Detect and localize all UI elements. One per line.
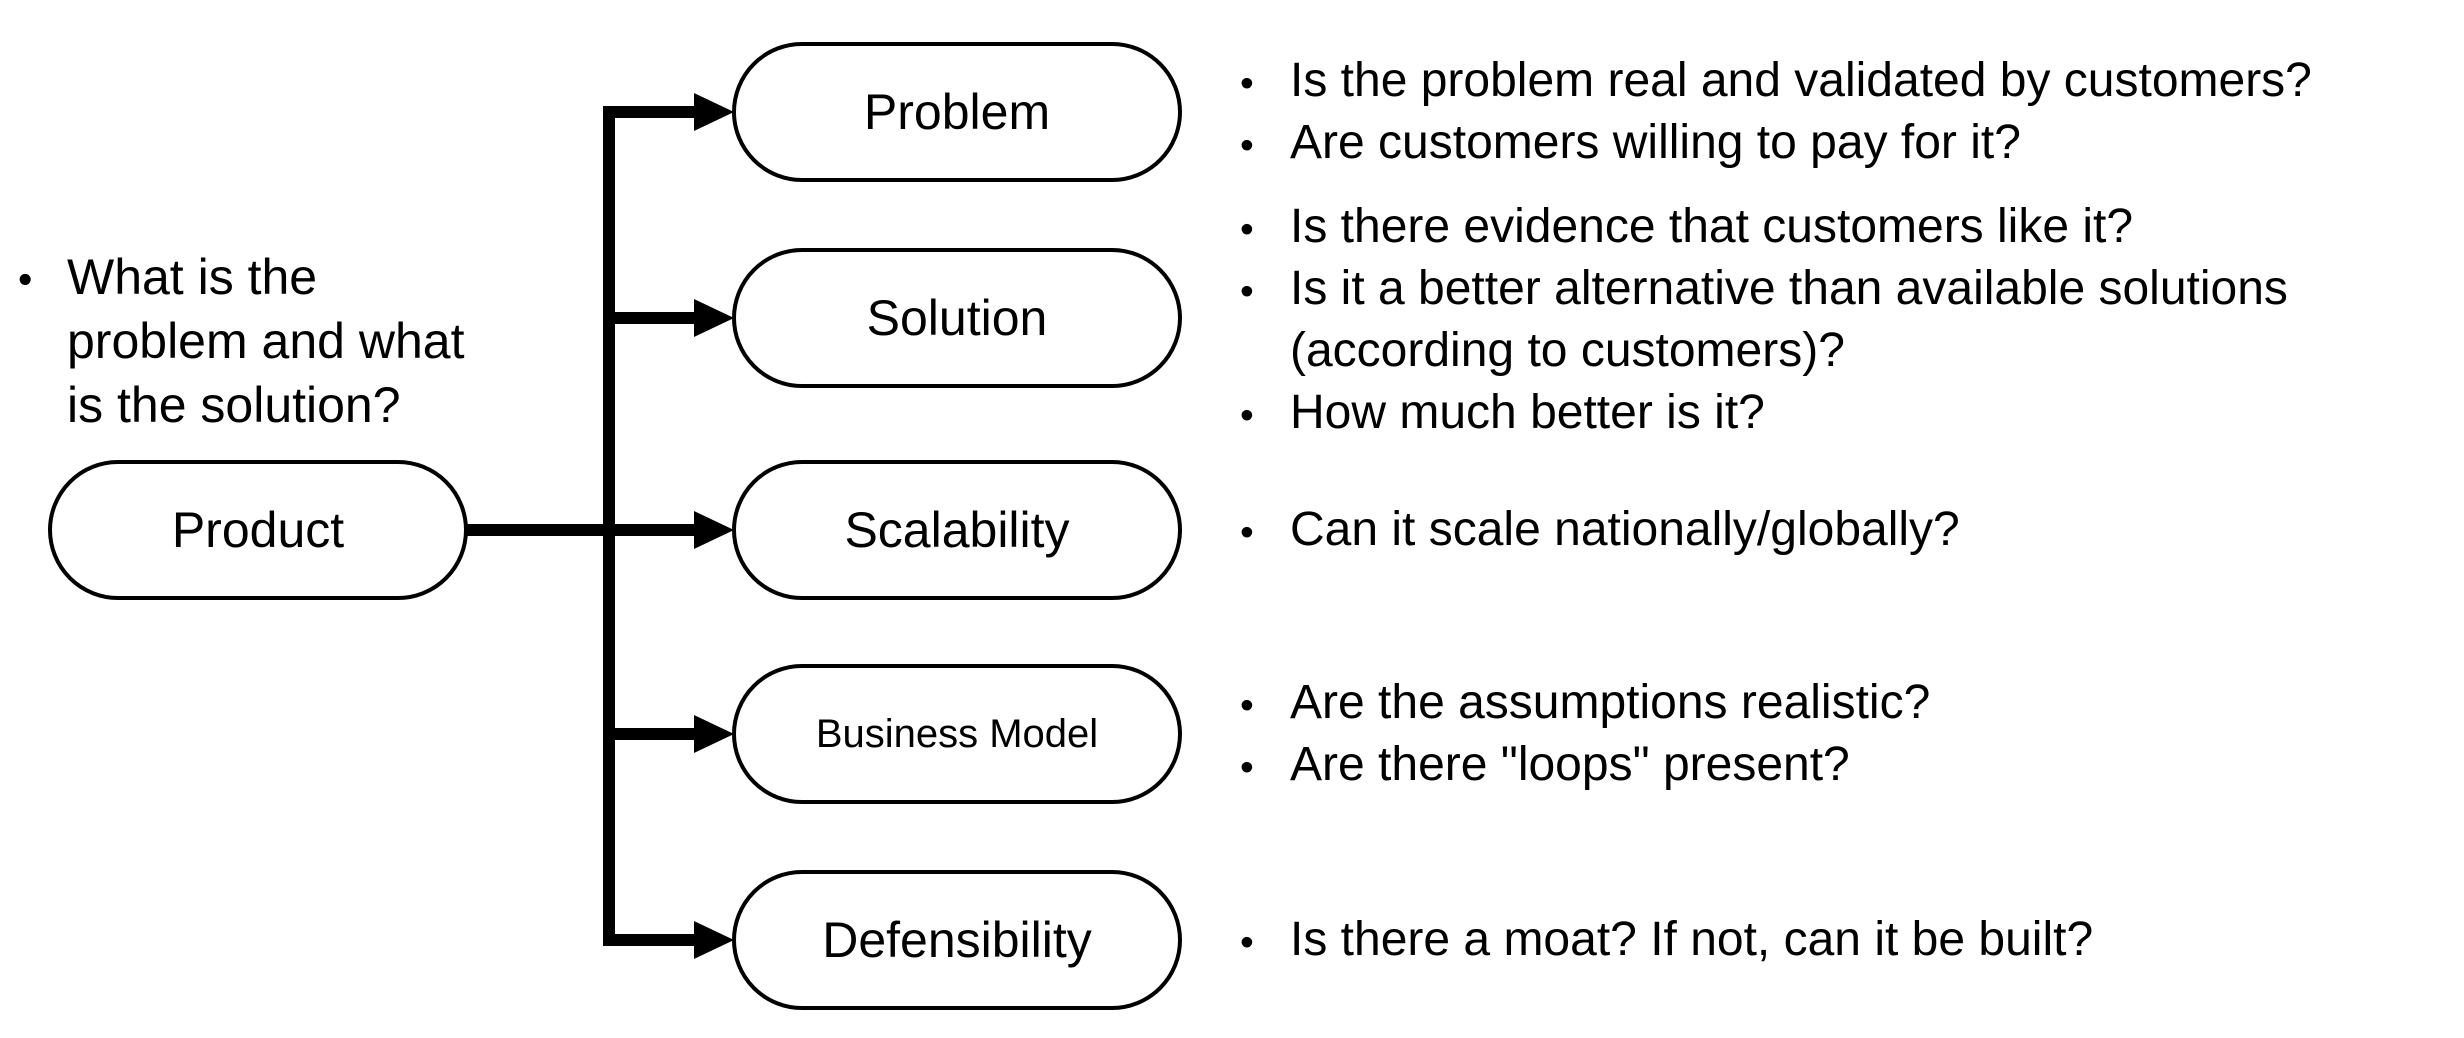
- root-note-list: What is the problem and what is the solu…: [18, 245, 538, 437]
- node-problem-label: Problem: [863, 84, 1051, 140]
- node-business-model-label: Business Model: [815, 712, 1099, 756]
- defensibility-bullet-list: Is there a moat? If not, can it be built…: [1240, 909, 2440, 973]
- bullet-item: Can it scale nationally/globally?: [1240, 499, 2440, 563]
- bullet-item: Is there evidence that customers like it…: [1240, 196, 2440, 260]
- bullet-item: Are there "loops" present?: [1240, 734, 2440, 798]
- bullet-item: Is it a better alternative than availabl…: [1240, 258, 2440, 382]
- node-solution: Solution: [732, 248, 1182, 388]
- node-scalability: Scalability: [732, 460, 1182, 600]
- node-solution-label: Solution: [866, 290, 1048, 346]
- root-note-item: What is the problem and what is the solu…: [18, 245, 538, 437]
- business-model-bullet-list: Are the assumptions realistic? Are there…: [1240, 672, 2440, 798]
- node-problem: Problem: [732, 42, 1182, 182]
- arrowhead-icon: [694, 715, 734, 753]
- bullet-item: Are customers willing to pay for it?: [1240, 112, 2440, 176]
- bullet-item: Is there a moat? If not, can it be built…: [1240, 909, 2440, 973]
- scalability-bullet-list: Can it scale nationally/globally?: [1240, 499, 2440, 563]
- bullet-item: Are the assumptions realistic?: [1240, 672, 2440, 736]
- arrowhead-icon: [694, 511, 734, 549]
- bullet-item: How much better is it?: [1240, 382, 2440, 446]
- node-defensibility-label: Defensibility: [822, 912, 1092, 968]
- node-business-model: Business Model: [732, 664, 1182, 804]
- node-product: Product: [48, 460, 468, 600]
- arrowhead-icon: [694, 299, 734, 337]
- node-product-label: Product: [171, 502, 345, 558]
- bullet-item: Is the problem real and validated by cus…: [1240, 50, 2440, 114]
- node-scalability-label: Scalability: [844, 502, 1070, 558]
- arrowhead-icon: [694, 921, 734, 959]
- arrowhead-icon: [694, 93, 734, 131]
- problem-bullet-list: Is the problem real and validated by cus…: [1240, 50, 2440, 176]
- solution-bullet-list: Is there evidence that customers like it…: [1240, 196, 2440, 446]
- node-defensibility: Defensibility: [732, 870, 1182, 1010]
